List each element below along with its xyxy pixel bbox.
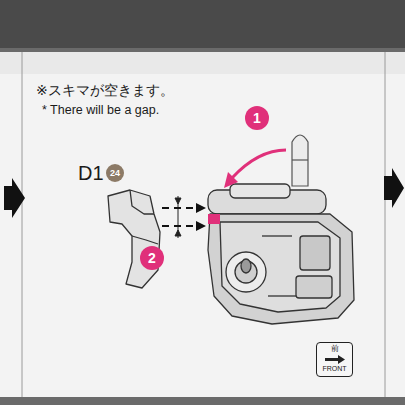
runner-number: 24	[110, 168, 120, 178]
note-english: * There will be a gap.	[42, 103, 159, 117]
pink-marker	[208, 214, 220, 224]
gap-indicator	[175, 196, 181, 238]
paper	[0, 52, 405, 397]
insertion-arrow	[162, 203, 206, 231]
peg-part	[292, 135, 308, 186]
direction-word: FRONT	[321, 365, 348, 373]
motion-arrow	[224, 150, 286, 188]
panel-divider	[22, 52, 23, 397]
step-arrow	[384, 168, 404, 208]
panel-divider	[385, 52, 386, 397]
callout-circle	[140, 246, 164, 270]
runner-badge	[106, 164, 124, 182]
part-d1	[108, 190, 160, 288]
step-arrow	[4, 178, 25, 218]
arm-assembly	[208, 184, 354, 324]
callout-number: 2	[148, 250, 156, 266]
dark-edge	[0, 0, 405, 48]
direction-kanji: 前	[321, 345, 348, 354]
callout-circle	[245, 106, 269, 130]
paper-shade	[0, 52, 405, 74]
part-name: D1	[78, 162, 104, 185]
note-japanese: ※スキマが空きます。	[36, 82, 174, 98]
front-indicator: 前 FRONT	[316, 342, 353, 377]
callout-number: 1	[253, 110, 261, 126]
direction-arrow	[324, 355, 346, 364]
